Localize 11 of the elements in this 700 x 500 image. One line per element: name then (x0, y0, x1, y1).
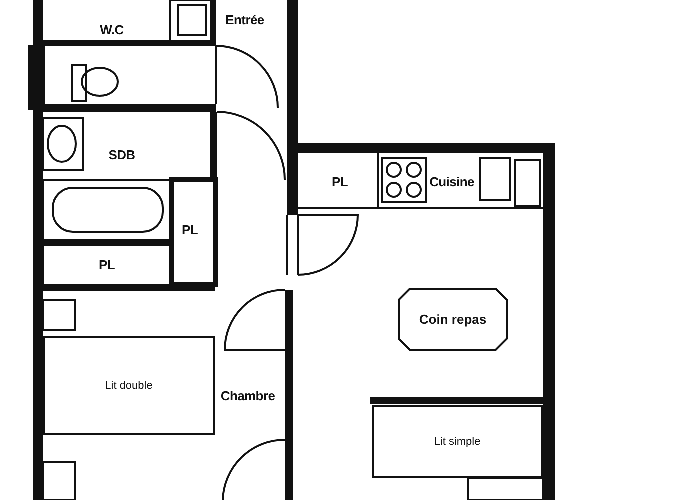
bed-outline: Lit simple (372, 405, 543, 478)
room-label: SDB (108, 148, 136, 162)
dining-table: Coin repas (398, 288, 508, 351)
room-label: Chambre (220, 388, 276, 404)
room-label: PL (332, 174, 348, 190)
room-label: W.C (100, 22, 124, 38)
room-label: PL (99, 258, 115, 272)
room-label: PL (182, 222, 198, 238)
bed-outline: Lit double (43, 336, 215, 435)
room-label: Entrée (226, 12, 264, 28)
room-label: Cuisine (430, 174, 474, 190)
